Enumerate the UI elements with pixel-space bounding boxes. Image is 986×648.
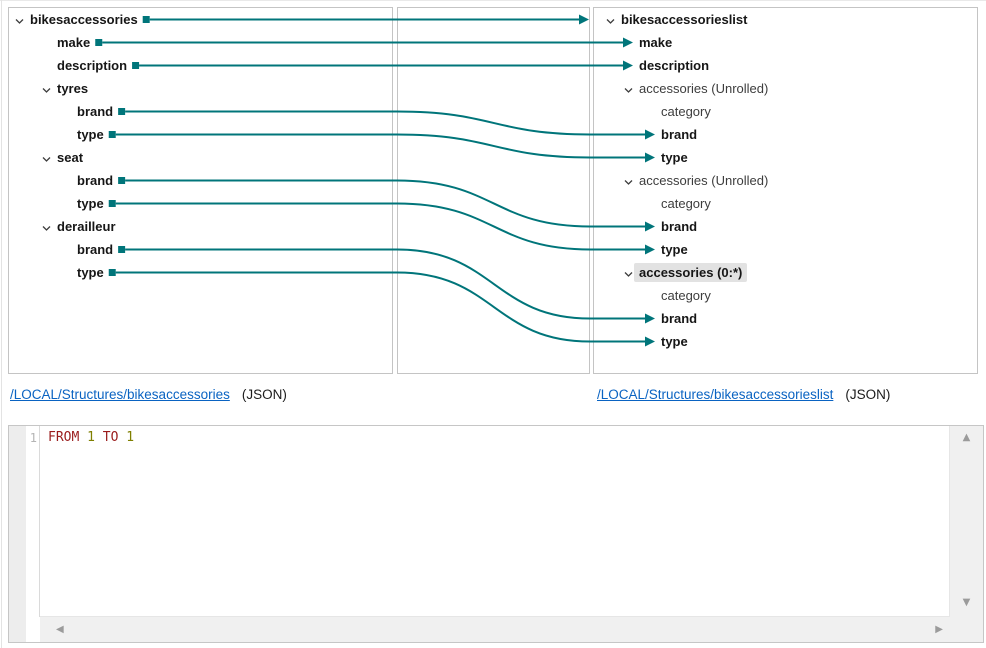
- target-node-description[interactable]: description: [594, 54, 977, 77]
- source-node-tyres[interactable]: tyres: [9, 77, 392, 100]
- editor-margin-strip: [9, 426, 26, 642]
- node-label: bikesaccessories: [30, 12, 138, 27]
- target-structure-link[interactable]: /LOCAL/Structures/bikesaccessorieslist: [597, 387, 834, 402]
- target-node-category[interactable]: category: [594, 284, 977, 307]
- target-node-type[interactable]: type: [594, 238, 977, 261]
- node-label: description: [639, 58, 710, 73]
- line-number: 1: [29, 431, 37, 445]
- target-tree: bikesaccessorieslist make description acces…: [594, 8, 977, 373]
- node-label: category: [661, 104, 711, 119]
- node-label: type: [661, 334, 688, 349]
- source-node-brand[interactable]: brand: [9, 169, 392, 192]
- source-format-label: (JSON): [241, 387, 287, 402]
- node-label: make: [57, 35, 91, 50]
- node-label: derailleur: [57, 219, 116, 234]
- scroll-right-button[interactable]: ▶: [935, 623, 943, 635]
- node-label: bikesaccessorieslist: [621, 12, 748, 27]
- code-token-number: 1: [87, 430, 95, 445]
- node-label: type: [77, 265, 104, 280]
- editor-gutter: 1: [26, 426, 40, 617]
- target-node-bikesaccessorieslist[interactable]: bikesaccessorieslist: [594, 8, 977, 31]
- node-label: category: [661, 288, 711, 303]
- node-label: brand: [77, 242, 114, 257]
- top-edge-divider: [0, 0, 986, 1]
- node-label: seat: [57, 150, 84, 165]
- node-label: type: [77, 196, 104, 211]
- target-node-accessories-unrolled[interactable]: accessories (Unrolled): [594, 169, 977, 192]
- target-format-label: (JSON): [845, 387, 891, 402]
- node-label: brand: [661, 127, 698, 142]
- chevron-down-icon[interactable]: [623, 267, 634, 278]
- scroll-left-button[interactable]: ◀: [56, 623, 64, 635]
- transformation-code-editor[interactable]: 1 FROM 1 TO 1 ▲ ▼ ◀ ▶: [8, 425, 984, 643]
- left-edge-divider: [1, 0, 2, 648]
- source-node-bikesaccessories[interactable]: bikesaccessories: [9, 8, 392, 31]
- target-node-brand[interactable]: brand: [594, 215, 977, 238]
- code-line[interactable]: FROM 1 TO 1: [44, 426, 949, 617]
- target-node-accessories-unrolled[interactable]: accessories (Unrolled): [594, 77, 977, 100]
- target-structure-panel: bikesaccessorieslist make description acces…: [593, 7, 978, 374]
- source-node-description[interactable]: description: [9, 54, 392, 77]
- source-tree: bikesaccessories make description tyres bran…: [9, 8, 392, 373]
- node-label: brand: [77, 173, 114, 188]
- code-token-keyword: TO: [102, 430, 119, 445]
- scroll-up-button[interactable]: ▲: [963, 433, 971, 443]
- chevron-down-icon[interactable]: [623, 83, 634, 94]
- code-token-keyword: FROM: [48, 430, 80, 445]
- node-label: brand: [661, 311, 698, 326]
- source-node-type[interactable]: type: [9, 192, 392, 215]
- chevron-down-icon[interactable]: [605, 14, 616, 25]
- source-node-seat[interactable]: seat: [9, 146, 392, 169]
- node-label: accessories (0:*): [634, 263, 748, 282]
- target-node-make[interactable]: make: [594, 31, 977, 54]
- source-node-derailleur[interactable]: derailleur: [9, 215, 392, 238]
- source-node-type[interactable]: type: [9, 261, 392, 284]
- chevron-down-icon[interactable]: [41, 83, 52, 94]
- target-node-type[interactable]: type: [594, 330, 977, 353]
- target-structure-link-group: /LOCAL/Structures/bikesaccessorieslist (J…: [597, 387, 890, 402]
- source-structure-link[interactable]: /LOCAL/Structures/bikesaccessories: [10, 387, 230, 402]
- triangle-left-icon: ◀: [56, 623, 64, 635]
- vertical-scrollbar[interactable]: ▲ ▼: [949, 426, 983, 617]
- source-node-brand[interactable]: brand: [9, 100, 392, 123]
- structure-links-row: /LOCAL/Structures/bikesaccessories (JSON)…: [0, 387, 986, 407]
- target-node-brand[interactable]: brand: [594, 307, 977, 330]
- triangle-right-icon: ▶: [935, 623, 943, 635]
- target-node-brand[interactable]: brand: [594, 123, 977, 146]
- target-node-category[interactable]: category: [594, 100, 977, 123]
- node-label: description: [57, 58, 128, 73]
- node-label: type: [661, 242, 688, 257]
- target-node-category[interactable]: category: [594, 192, 977, 215]
- node-label: brand: [77, 104, 114, 119]
- node-label: accessories (Unrolled): [639, 81, 769, 96]
- triangle-down-icon: ▼: [962, 597, 971, 608]
- source-node-type[interactable]: type: [9, 123, 392, 146]
- chevron-down-icon[interactable]: [41, 221, 52, 232]
- chevron-down-icon[interactable]: [41, 152, 52, 163]
- node-label: accessories (Unrolled): [639, 173, 769, 188]
- chevron-down-icon[interactable]: [623, 175, 634, 186]
- node-label: make: [639, 35, 673, 50]
- horizontal-scrollbar[interactable]: ◀ ▶: [40, 616, 950, 642]
- source-node-make[interactable]: make: [9, 31, 392, 54]
- node-label: brand: [661, 219, 698, 234]
- node-label: category: [661, 196, 711, 211]
- chevron-down-icon[interactable]: [14, 14, 25, 25]
- target-node-accessories-0[interactable]: accessories (0:*): [594, 261, 977, 284]
- node-label: type: [77, 127, 104, 142]
- scrollbar-corner: [950, 617, 983, 642]
- source-structure-link-group: /LOCAL/Structures/bikesaccessories (JSON): [10, 387, 287, 402]
- target-node-type[interactable]: type: [594, 146, 977, 169]
- node-label: type: [661, 150, 688, 165]
- code-token-number: 1: [126, 430, 135, 445]
- source-structure-panel: bikesaccessories make description tyres bran…: [8, 7, 393, 374]
- scroll-down-button[interactable]: ▼: [963, 598, 971, 608]
- triangle-up-icon: ▲: [962, 432, 971, 443]
- mapping-lines-panel: [397, 7, 590, 374]
- node-label: tyres: [57, 81, 89, 96]
- source-node-brand[interactable]: brand: [9, 238, 392, 261]
